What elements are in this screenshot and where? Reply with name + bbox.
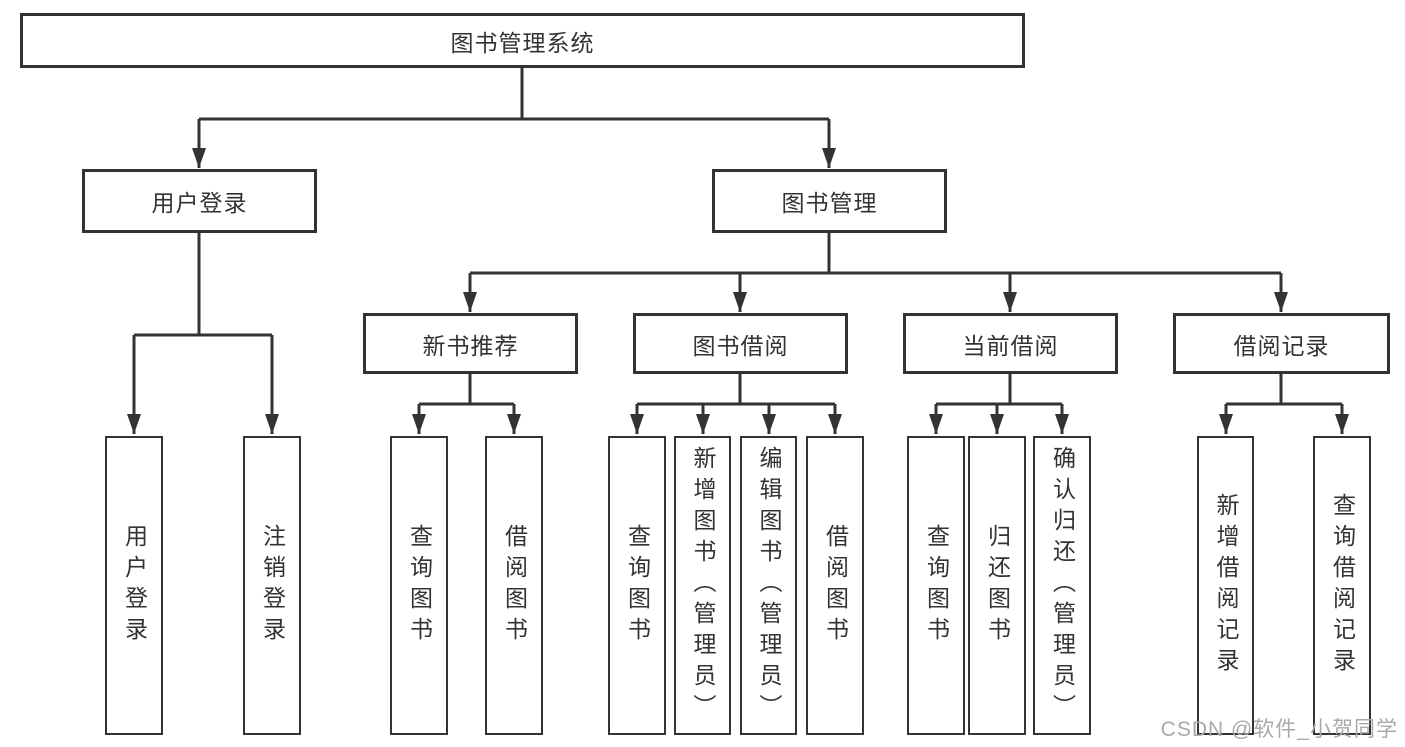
leaf-recommend-query-books-label: 查询图书: [406, 523, 433, 648]
leaf-user-login: 用户登录: [105, 436, 163, 735]
node-root-label: 图书管理系统: [450, 29, 595, 56]
node-book-management-label: 图书管理: [781, 190, 878, 216]
leaf-recommend-borrow-books-label: 借阅图书: [501, 523, 528, 648]
leaf-borrowing-query-books-label: 查询图书: [624, 523, 651, 648]
leaf-current-query-books-label: 查询图书: [923, 523, 950, 648]
node-new-book-recommend-label: 新书推荐: [422, 332, 519, 359]
node-user-login-label: 用户登录: [151, 190, 248, 216]
leaf-logout: 注销登录: [243, 436, 301, 735]
leaf-user-login-label: 用户登录: [121, 523, 148, 648]
leaf-confirm-return-admin-label: 确认归还（管理员）: [1049, 446, 1076, 725]
leaf-recommend-borrow-books: 借阅图书: [485, 436, 543, 735]
leaf-borrowing-borrow-books-label: 借阅图书: [822, 523, 849, 648]
node-user-login: 用户登录: [82, 169, 317, 233]
leaf-add-book-admin: 新增图书（管理员）: [674, 436, 731, 735]
leaf-recommend-query-books: 查询图书: [390, 436, 448, 735]
node-book-management: 图书管理: [712, 169, 947, 233]
leaf-confirm-return-admin: 确认归还（管理员）: [1033, 436, 1091, 735]
leaf-edit-book-admin: 编辑图书（管理员）: [740, 436, 797, 735]
leaf-return-books: 归还图书: [968, 436, 1026, 735]
node-borrowing-records: 借阅记录: [1173, 313, 1390, 374]
node-current-borrowing: 当前借阅: [903, 313, 1118, 374]
leaf-borrowing-query-books: 查询图书: [608, 436, 666, 735]
leaf-add-borrow-record-label: 新增借阅记录: [1213, 492, 1239, 679]
node-root: 图书管理系统: [20, 13, 1025, 68]
node-book-borrowing-label: 图书借阅: [692, 332, 789, 359]
node-new-book-recommend: 新书推荐: [363, 313, 578, 374]
leaf-edit-book-admin-label: 编辑图书（管理员）: [756, 446, 782, 725]
node-borrowing-records-label: 借阅记录: [1233, 332, 1330, 359]
leaf-query-borrow-record: 查询借阅记录: [1313, 436, 1371, 735]
leaf-query-borrow-record-label: 查询借阅记录: [1329, 492, 1356, 679]
csdn-watermark: CSDN @软件_小贺同学: [1160, 718, 1398, 741]
node-book-borrowing: 图书借阅: [633, 313, 848, 374]
leaf-logout-label: 注销登录: [259, 523, 286, 648]
leaf-borrowing-borrow-books: 借阅图书: [806, 436, 864, 735]
leaf-current-query-books: 查询图书: [907, 436, 965, 735]
leaf-add-book-admin-label: 新增图书（管理员）: [690, 446, 716, 725]
leaf-return-books-label: 归还图书: [984, 523, 1011, 648]
node-current-borrowing-label: 当前借阅: [962, 332, 1059, 359]
leaf-add-borrow-record: 新增借阅记录: [1197, 436, 1254, 735]
